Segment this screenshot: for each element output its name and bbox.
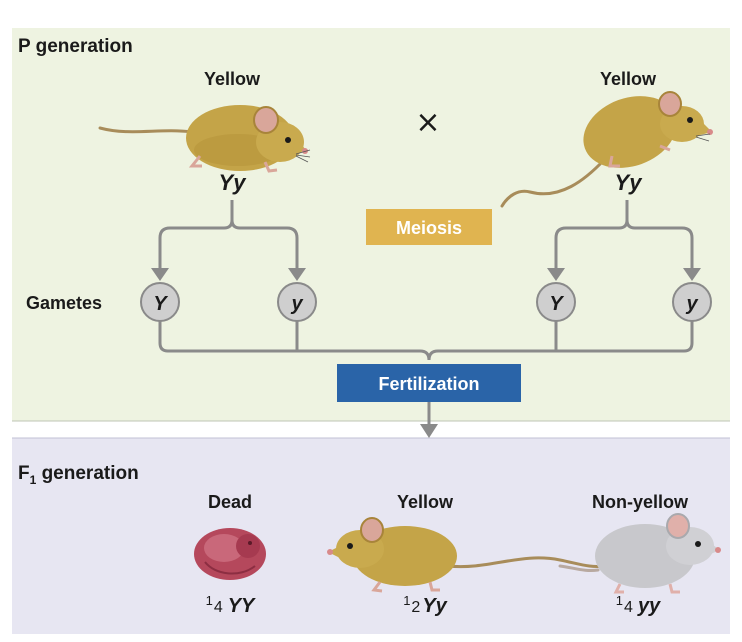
fertilization-label: Fertilization [378,374,479,394]
embryo-icon [194,528,266,580]
gamete-allele: y [290,293,303,315]
gamete: y [672,282,712,322]
arrowhead [288,268,306,281]
arrowhead [547,268,565,281]
fertilization-connector [158,321,694,426]
arrowhead [683,268,701,281]
parent-left-label: Yellow [204,69,261,89]
offspring-label-yellow: Yellow [397,492,454,512]
offspring-label-non-yellow: Non-yellow [592,492,689,512]
parent-left-genotype: Yy [219,170,248,195]
gamete: Y [536,282,576,322]
gametes-label: Gametes [26,293,102,313]
mouse-yellow-icon [500,91,713,208]
meiosis-box [366,209,492,245]
arrowhead [420,424,438,438]
fertilization-box [337,364,521,402]
mouse-yellow-icon [327,517,607,593]
meiosis-connector-right [554,200,694,268]
gamete-allele: Y [153,293,168,315]
cross-symbol: × [415,105,440,140]
gamete-allele: Y [549,293,564,315]
mouse-yellow-icon [98,105,311,173]
gamete: y [277,282,317,322]
meiosis-label: Meiosis [396,218,462,238]
p-generation-heading: P generation [18,36,133,57]
parent-right-label: Yellow [600,69,657,89]
f1-generation-heading: F1 generation [18,463,139,487]
meiosis-connector-left [158,200,299,268]
gamete: Y [140,282,180,322]
parent-right-genotype: Yy [615,170,644,195]
mouse-gray-icon [558,513,721,594]
arrowhead [151,268,169,281]
offspring-label-dead: Dead [208,492,252,512]
gamete-allele: y [685,293,698,315]
